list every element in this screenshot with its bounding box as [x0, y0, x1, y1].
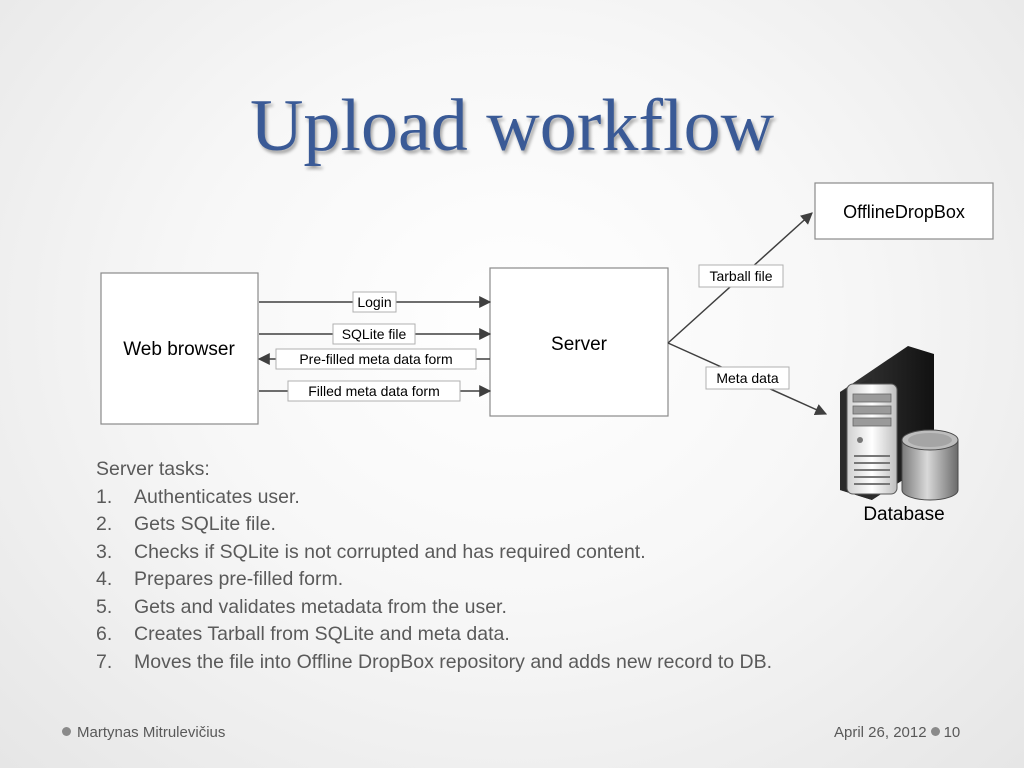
task-item: 7.Moves the file into Offline DropBox re…: [96, 650, 773, 673]
footer-author: Martynas Mitrulevičius: [62, 723, 225, 743]
page-number: 10: [943, 724, 961, 741]
tasks-list: 1.Authenticates user. 2.Gets SQLite file…: [96, 484, 936, 677]
task-item: 5.Gets and validates metadata from the u…: [96, 595, 507, 618]
svg-text:Filled meta data form: Filled meta data form: [308, 383, 440, 399]
offline-dropbox-label: OfflineDropBox: [843, 202, 965, 222]
meta-data-edge-label: Meta data: [705, 366, 790, 390]
slide-title: Upload workflow: [249, 85, 775, 167]
web-browser-label: Web browser: [123, 339, 235, 360]
bullet-dot-icon: [62, 727, 71, 736]
tasks-heading: Server tasks:: [96, 458, 210, 480]
tarball-arrow: [667, 212, 813, 344]
author-name: Martynas Mitrulevičius: [77, 724, 226, 741]
task-item: 3.Checks if SQLite is not corrupted and …: [96, 540, 646, 563]
slide-date: April 26, 2012: [834, 724, 927, 741]
svg-text:Meta data: Meta data: [716, 370, 778, 386]
meta-data-arrow: [667, 342, 828, 416]
server-tasks: Server tasks: 1.Authenticates user. 2.Ge…: [96, 456, 936, 676]
prefilled-form-edge-label: Pre-filled meta data form: [275, 348, 477, 370]
task-item: 6.Creates Tarball from SQLite and meta d…: [96, 623, 510, 645]
server-label: Server: [551, 334, 608, 355]
server-node: Server: [489, 267, 669, 417]
svg-text:SQLite file: SQLite file: [342, 326, 407, 342]
offline-dropbox-node: OfflineDropBox: [814, 182, 994, 240]
task-item: 4.Prepares pre-filled form.: [96, 568, 344, 590]
footer-date-page: April 26, 2012 10: [834, 723, 960, 743]
bullet-dot-icon: [930, 727, 940, 736]
task-item: 2.Gets SQLite file.: [96, 513, 276, 535]
svg-text:Login: Login: [357, 294, 391, 310]
sqlite-edge-label: SQLite file: [332, 323, 416, 345]
login-edge-label: Login: [352, 291, 397, 313]
task-item: 1.Authenticates user.: [96, 485, 300, 508]
tarball-edge-label: Tarball file: [698, 264, 784, 288]
filled-form-edge-label: Filled meta data form: [287, 380, 461, 402]
web-browser-node: Web browser: [100, 272, 259, 425]
svg-text:Pre-filled meta data form: Pre-filled meta data form: [299, 351, 452, 367]
svg-text:Tarball file: Tarball file: [709, 268, 772, 284]
